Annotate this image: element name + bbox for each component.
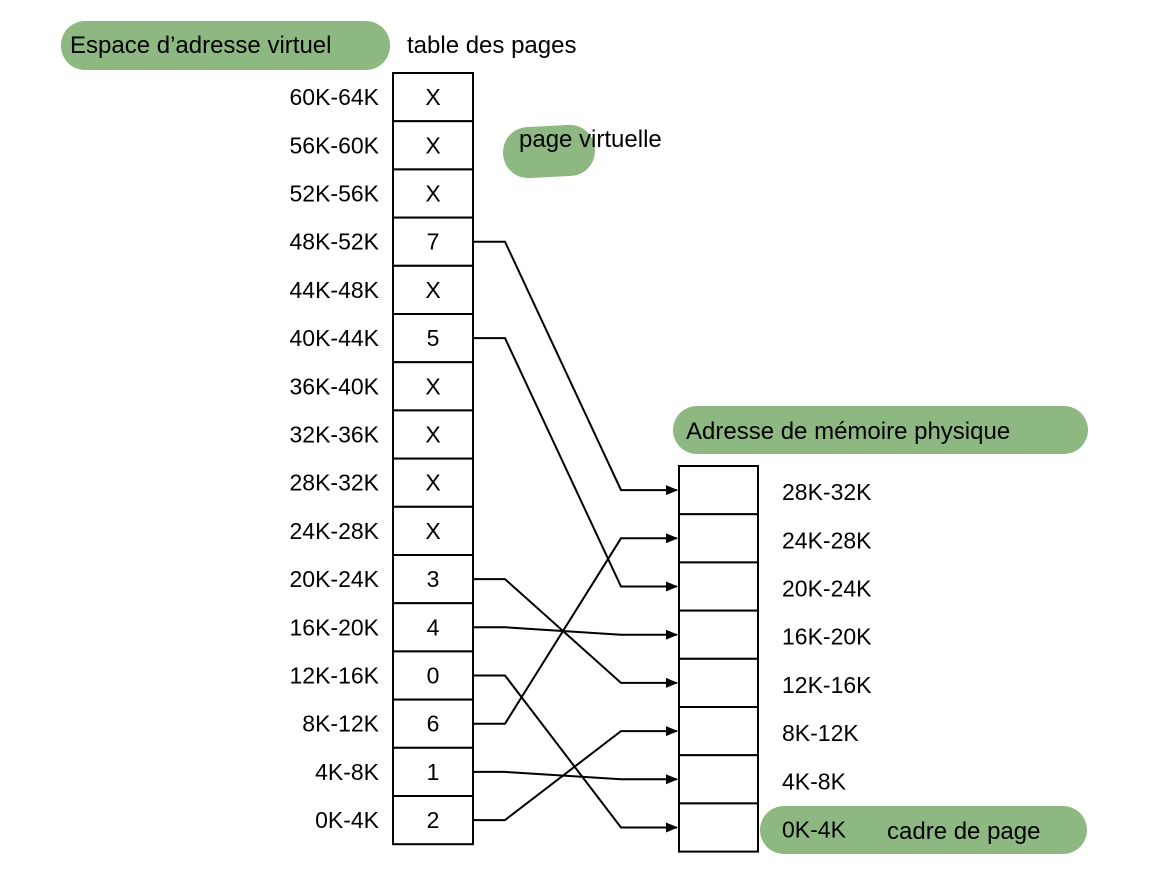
virtual-range-label: 52K-56K xyxy=(289,181,379,207)
page-table-entry: X xyxy=(425,422,440,448)
mapping-arrow xyxy=(473,770,678,785)
page-frame-highlight xyxy=(760,806,1087,854)
page-table-entry: 4 xyxy=(427,614,440,640)
mapping-arrow xyxy=(473,533,678,725)
virtual-range-label: 44K-48K xyxy=(289,277,379,303)
virtual-page-highlight xyxy=(503,124,596,179)
physical-frame-cell xyxy=(678,609,759,660)
page-table-entry: 2 xyxy=(427,807,440,833)
physical-range-labels: 28K-32K 24K-28K 20K-24K 16K-20K 12K-16K 8K-12… xyxy=(782,479,872,842)
virtual-range-labels: 60K-64K 56K-60K 52K-56K 48K-52K 44K-48K 40K-4… xyxy=(289,84,379,833)
physical-frame-cell xyxy=(678,706,759,757)
mapping-arrow xyxy=(473,726,678,822)
page-table-cell xyxy=(392,650,474,701)
mapping-arrow xyxy=(473,337,678,592)
page-table-cell xyxy=(392,602,474,653)
page-table-title: table des pages xyxy=(407,32,576,59)
page-table-cell xyxy=(392,313,474,364)
physical-frame-cell xyxy=(678,561,759,612)
virtual-range-label: 4K-8K xyxy=(315,759,380,785)
virtual-range-label: 16K-20K xyxy=(289,614,379,640)
physical-frame-cell xyxy=(678,465,759,516)
page-table-entry: 0 xyxy=(427,663,440,689)
page-table-cell xyxy=(392,746,474,797)
virtual-range-label: 32K-36K xyxy=(289,422,379,448)
physical-frame-cell xyxy=(678,657,759,708)
virtual-range-label: 24K-28K xyxy=(289,518,379,544)
page-table-cell xyxy=(392,361,474,412)
page-table-entry: 1 xyxy=(427,759,440,785)
page-table-entry: 3 xyxy=(427,566,440,592)
mapping-arrow xyxy=(473,626,678,640)
physical-range-label: 28K-32K xyxy=(782,479,872,505)
physical-range-label: 20K-24K xyxy=(782,576,872,602)
page-table-entry: 6 xyxy=(427,711,440,737)
page-table-entry: X xyxy=(425,470,440,496)
page-table-cell xyxy=(392,505,474,556)
virtual-range-label: 12K-16K xyxy=(289,663,379,689)
physical-range-label: 8K-12K xyxy=(782,720,859,746)
physical-address-highlight xyxy=(673,406,1088,454)
page-table-cell xyxy=(392,795,474,846)
page-table-entry: X xyxy=(425,132,440,158)
virtual-space-title: Espace d’adresse virtuel xyxy=(70,32,331,59)
page-table-entry: X xyxy=(425,277,440,303)
page-frame-label: cadre de page xyxy=(887,818,1040,845)
page-table-cell xyxy=(392,457,474,508)
page-table-cell xyxy=(392,168,474,219)
physical-frame-cell xyxy=(678,802,759,853)
physical-frame-cell xyxy=(678,513,759,564)
virtual-page-label: page virtuelle xyxy=(519,126,662,153)
virtual-range-label: 36K-40K xyxy=(289,373,379,399)
page-table-entry: X xyxy=(425,181,440,207)
page-table-cell xyxy=(392,409,474,460)
page-table-cell xyxy=(392,72,474,123)
page-table-cell xyxy=(392,120,474,171)
virtual-range-label: 40K-44K xyxy=(289,325,379,351)
physical-range-label: 24K-28K xyxy=(782,527,872,553)
page-table-cell xyxy=(392,264,474,315)
physical-range-label: 4K-8K xyxy=(782,768,847,794)
physical-range-label: 12K-16K xyxy=(782,672,872,698)
virtual-range-label: 56K-60K xyxy=(289,132,379,158)
page-table-entry: X xyxy=(425,518,440,544)
virtual-range-label: 0K-4K xyxy=(315,807,380,833)
page-table-entry: X xyxy=(425,84,440,110)
page-table-entry: 5 xyxy=(427,325,440,351)
mapping-arrows xyxy=(473,240,678,833)
page-table-entry: 7 xyxy=(427,229,440,255)
virtual-range-label: 8K-12K xyxy=(302,711,379,737)
physical-range-label: 0K-4K xyxy=(782,817,847,843)
physical-frame-cell xyxy=(678,754,759,805)
mapping-arrow xyxy=(473,674,678,833)
virtual-range-label: 60K-64K xyxy=(289,84,379,110)
page-table-cell xyxy=(392,698,474,749)
page-table-entry: X xyxy=(425,373,440,399)
virtual-range-label: 28K-32K xyxy=(289,470,379,496)
physical-address-title: Adresse de mémoire physique xyxy=(686,418,1010,445)
virtual-space-highlight xyxy=(61,21,390,70)
virtual-range-label: 20K-24K xyxy=(289,566,379,592)
mapping-arrow xyxy=(473,240,678,496)
physical-range-label: 16K-20K xyxy=(782,624,872,650)
virtual-range-label: 48K-52K xyxy=(289,229,379,255)
physical-memory-table xyxy=(678,465,759,853)
